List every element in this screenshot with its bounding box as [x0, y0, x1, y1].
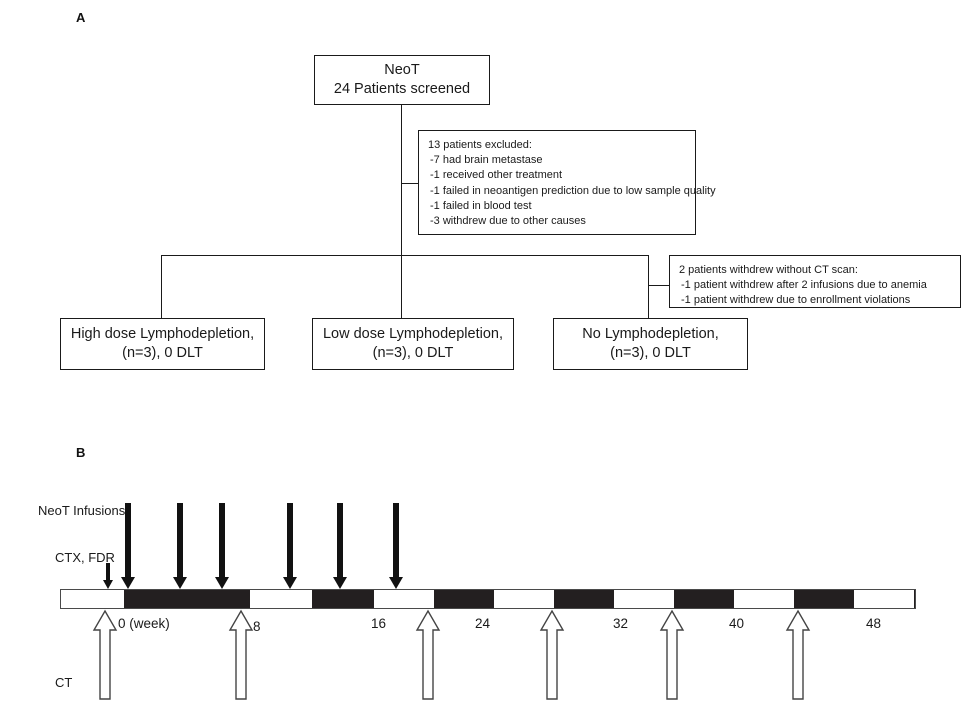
flowchart-box-withdrew: 2 patients withdrew without CT scan: -1 …: [669, 255, 961, 308]
flowchart-box-arm-no-depletion: No Lymphodepletion, (n=3), 0 DLT: [553, 318, 748, 370]
arm-no-depletion-detail: (n=3), 0 DLT: [610, 345, 691, 361]
ct-arrow-6: [785, 609, 811, 701]
timeline-segment: [854, 590, 914, 608]
flowchart-box-arm-low-dose: Low dose Lymphodepletion, (n=3), 0 DLT: [312, 318, 514, 370]
connector-drop-arm-1: [161, 255, 163, 318]
week-label-24: 24: [475, 616, 491, 631]
excluded-title: 13 patients excluded:: [428, 139, 532, 151]
timeline-segment: [61, 590, 124, 608]
excluded-item-2: -1 failed in neoantigen prediction due t…: [430, 184, 716, 197]
arm-low-dose-detail: (n=3), 0 DLT: [372, 345, 454, 361]
week-label-0: 0 (week): [118, 616, 170, 631]
infusion-arrow-4: [283, 503, 297, 589]
ct-arrow-1: [92, 609, 118, 701]
arm-no-depletion-title: No Lymphodepletion,: [582, 326, 719, 342]
excluded-item-3: -1 failed in blood test: [430, 199, 532, 212]
arm-low-dose-title: Low dose Lymphodepletion,: [322, 326, 504, 342]
withdrew-title: 2 patients withdrew without CT scan:: [679, 264, 858, 276]
timeline-segment: [554, 590, 614, 608]
timeline-segment: [124, 590, 250, 608]
label-neot-infusions: NeoT Infusions: [38, 503, 126, 518]
infusion-arrow-3-shaft: [219, 503, 225, 577]
timeline-segment: [434, 590, 494, 608]
infusion-arrow-5-head: [333, 577, 347, 589]
ct-arrow-4: [539, 609, 565, 701]
infusion-arrow-6-head: [389, 577, 403, 589]
infusion-arrow-5-shaft: [337, 503, 343, 577]
excluded-item-1: -1 received other treatment: [430, 169, 563, 182]
timeline-segment: [734, 590, 794, 608]
arm-high-dose-detail: (n=3), 0 DLT: [122, 345, 203, 361]
connector-to-withdrew-box: [648, 285, 670, 287]
infusion-arrow-3: [215, 503, 229, 589]
infusion-arrow-6-shaft: [393, 503, 399, 577]
connector-to-excluded-box: [401, 183, 419, 185]
infusion-arrow-3-head: [215, 577, 229, 589]
timeline-segment: [250, 590, 312, 608]
withdrew-item-1: -1 patient withdrew due to enrollment vi…: [681, 294, 911, 307]
timeline-segment: [674, 590, 734, 608]
infusion-arrow-2-head: [173, 577, 187, 589]
infusion-arrow-2-shaft: [177, 503, 183, 577]
flowchart-box-excluded: 13 patients excluded: -7 had brain metas…: [418, 130, 716, 235]
timeline-segment: [374, 590, 434, 608]
week-label-8: 8: [253, 619, 261, 634]
label-ct: CT: [55, 675, 73, 690]
week-label-32: 32: [613, 616, 629, 631]
infusion-arrow-4-shaft: [287, 503, 293, 577]
timeline-bar: [60, 589, 916, 609]
flowchart-box-screened: NeoT 24 Patients screened: [314, 55, 490, 105]
panel-label-a: A: [76, 10, 86, 25]
timeline-segment: [494, 590, 554, 608]
timeline-segment: [312, 590, 374, 608]
conditioning-arrow-shaft: [106, 563, 110, 580]
ct-arrow-3: [415, 609, 441, 701]
timeline-segment: [614, 590, 674, 608]
screened-title: NeoT: [384, 62, 420, 78]
week-label-40: 40: [729, 616, 745, 631]
ct-arrow-5: [659, 609, 685, 701]
flowchart-box-arm-high-dose: High dose Lymphodepletion, (n=3), 0 DLT: [60, 318, 265, 370]
connector-drop-arm-3: [648, 255, 650, 318]
week-label-16: 16: [371, 616, 387, 631]
infusion-arrow-6: [389, 503, 403, 589]
connector-spine-main: [401, 105, 403, 320]
infusion-arrow-1-shaft: [125, 503, 131, 577]
arm-high-dose-title: High dose Lymphodepletion,: [70, 326, 255, 342]
label-ctx-fdr: CTX, FDR: [55, 550, 115, 565]
week-label-48: 48: [866, 616, 882, 631]
excluded-item-0: -7 had brain metastase: [430, 154, 543, 167]
infusion-arrow-1: [121, 503, 135, 589]
infusion-arrow-5: [333, 503, 347, 589]
timeline-segment: [914, 590, 915, 608]
withdrew-item-0: -1 patient withdrew after 2 infusions du…: [681, 279, 927, 292]
conditioning-arrow-head: [103, 580, 113, 589]
screened-count: 24 Patients screened: [333, 81, 471, 97]
timeline-segment: [794, 590, 854, 608]
conditioning-arrow: [102, 563, 114, 589]
infusion-arrow-1-head: [121, 577, 135, 589]
infusion-arrow-4-head: [283, 577, 297, 589]
excluded-item-4: -3 withdrew due to other causes: [430, 215, 586, 228]
connector-branch-horizontal: [161, 255, 648, 257]
panel-label-b: B: [76, 445, 86, 460]
ct-arrow-2: [228, 609, 254, 701]
infusion-arrow-2: [173, 503, 187, 589]
